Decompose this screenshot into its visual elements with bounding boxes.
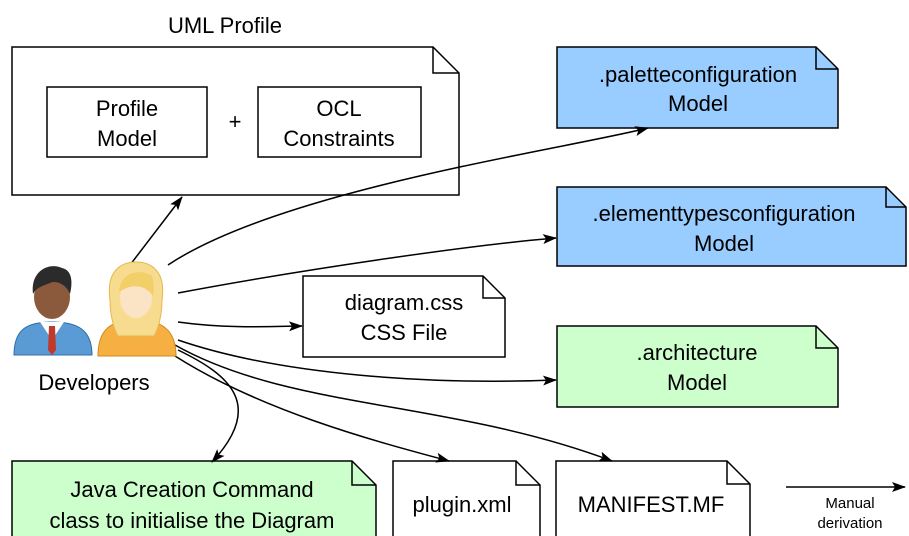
male-developer-icon xyxy=(13,266,93,356)
architecture-line1: .architecture xyxy=(636,340,757,365)
architecture-document xyxy=(556,325,839,408)
arrow-to-manifest xyxy=(174,344,613,462)
elementtypes-document xyxy=(556,186,907,267)
arrow-to-java xyxy=(177,349,240,463)
java-fold xyxy=(351,461,376,486)
manifest-fold xyxy=(726,461,750,485)
uml-profile-document xyxy=(11,46,460,196)
profile-model-line1: Profile xyxy=(96,96,158,121)
css-line1: diagram.css xyxy=(345,290,464,315)
developers-label: Developers xyxy=(38,370,149,395)
plugin-document xyxy=(392,460,541,536)
palette-fold xyxy=(815,47,838,70)
ocl-constraints-line2: Constraints xyxy=(283,126,394,151)
palette-configuration-model: .paletteconfiguration Model xyxy=(556,46,839,129)
plugin-fold xyxy=(515,461,540,486)
elementtypes-line2: Model xyxy=(694,231,754,256)
java-creation-command: Java Creation Command class to initialis… xyxy=(11,460,377,536)
ocl-constraints-box xyxy=(257,86,422,158)
uml-profile-fold xyxy=(432,47,459,74)
profile-model-line2: Model xyxy=(97,126,157,151)
palette-line1: .paletteconfiguration xyxy=(599,62,797,87)
legend-line1: Manual xyxy=(825,495,874,512)
elementtypes-configuration-model: .elementtypesconfiguration Model xyxy=(556,186,907,267)
profile-model-box xyxy=(46,86,208,158)
architecture-fold xyxy=(815,326,838,349)
palette-document xyxy=(556,46,839,129)
elementtypes-line1: .elementtypesconfiguration xyxy=(593,201,856,226)
legend: Manual derivation xyxy=(786,482,906,532)
arrow-to-uml-profile xyxy=(129,196,183,266)
uml-profile: UML Profile Profile Model + OCL Constrai… xyxy=(11,13,460,196)
manifest-label: MANIFEST.MF xyxy=(578,492,725,517)
ocl-constraints-line1: OCL xyxy=(316,96,361,121)
plus-sign: + xyxy=(229,109,242,134)
plugin-xml-file: plugin.xml xyxy=(392,460,541,536)
arrow-to-elementtypes xyxy=(177,234,557,294)
arrow-to-css xyxy=(177,321,303,332)
derivation-arrows xyxy=(129,126,649,463)
java-line2: class to initialise the Diagram xyxy=(50,508,335,533)
css-line2: CSS File xyxy=(361,320,448,345)
palette-line2: Model xyxy=(668,91,728,116)
arrow-to-plugin xyxy=(174,355,450,463)
java-document xyxy=(11,460,377,536)
css-document xyxy=(302,275,506,358)
uml-profile-title: UML Profile xyxy=(168,13,282,38)
manifest-document xyxy=(555,460,751,536)
elementtypes-fold xyxy=(885,187,906,208)
architecture-model: .architecture Model xyxy=(556,325,839,408)
arrow-to-architecture xyxy=(177,339,557,386)
manifest-mf-file: MANIFEST.MF xyxy=(555,460,751,536)
java-line1: Java Creation Command xyxy=(70,477,313,502)
css-fold xyxy=(482,276,505,299)
architecture-line2: Model xyxy=(667,370,727,395)
female-developer-icon xyxy=(97,261,177,357)
plugin-label: plugin.xml xyxy=(412,492,511,517)
diagram-css-file: diagram.css CSS File xyxy=(302,275,506,358)
legend-line2: derivation xyxy=(817,515,882,532)
arrow-to-palette xyxy=(167,126,649,266)
